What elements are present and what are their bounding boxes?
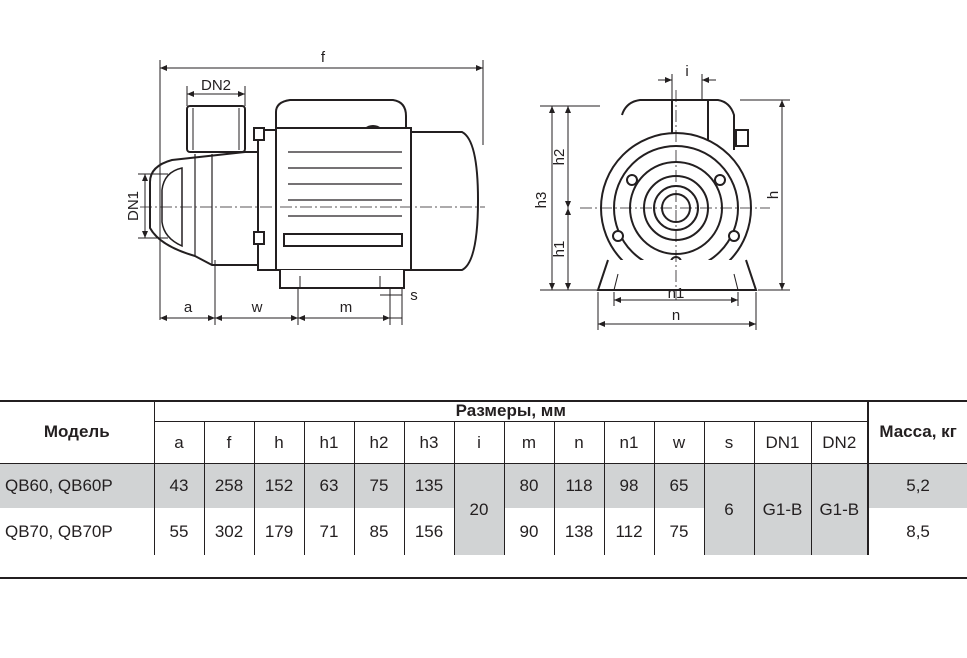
cell-n1: 98 <box>604 463 655 508</box>
cell-i-shared: 20 <box>454 463 505 555</box>
cell-mass: 8,5 <box>867 508 967 555</box>
motor-body <box>275 127 412 271</box>
model-header: Модель <box>0 401 155 464</box>
dim-dn2-label: DN2 <box>201 77 231 94</box>
dim-m-label: m <box>340 299 353 316</box>
col-header: m <box>504 421 555 464</box>
front-base <box>596 259 758 291</box>
flange <box>257 129 277 271</box>
cell-h1: 71 <box>304 508 355 555</box>
cell-m: 80 <box>504 463 555 508</box>
cell-h2: 75 <box>354 463 405 508</box>
cell-h3: 135 <box>404 463 455 508</box>
col-header: h3 <box>404 421 455 464</box>
cell-n1: 112 <box>604 508 655 555</box>
model-cell: QB60, QB60P <box>0 463 155 508</box>
table-bottom-rule <box>0 577 967 579</box>
cell-n: 138 <box>554 508 605 555</box>
cell-n: 118 <box>554 463 605 508</box>
col-header: a <box>154 421 205 464</box>
dim-a-label: a <box>184 299 193 316</box>
cell-f: 258 <box>204 463 255 508</box>
outlet-port <box>186 105 246 153</box>
cell-mass: 5,2 <box>867 463 967 508</box>
table-top-rule <box>0 400 967 402</box>
dim-dn1-label: DN1 <box>125 191 142 221</box>
mass-header: Масса, кг <box>867 401 967 464</box>
cell-h2: 85 <box>354 508 405 555</box>
motor-feet <box>279 270 405 289</box>
col-header: s <box>704 421 755 464</box>
cell-f: 302 <box>204 508 255 555</box>
front-view-dimensions <box>540 74 790 330</box>
dim-n1-label: n1 <box>668 285 685 302</box>
dim-f-label: f <box>321 49 326 66</box>
col-header: w <box>654 421 705 464</box>
dimensions-table: Модель Размеры, мм Масса, кг a f h h1 h2… <box>0 401 967 555</box>
cell-a: 55 <box>154 508 205 555</box>
dimensions-header: Размеры, мм <box>455 401 566 420</box>
dim-i-label: i <box>685 63 688 80</box>
cell-dn1-shared: G1-B <box>754 463 812 555</box>
col-header: i <box>454 421 505 464</box>
col-header: h <box>254 421 305 464</box>
dim-w-label: w <box>251 299 263 316</box>
col-header: n <box>554 421 605 464</box>
col-header: h2 <box>354 421 405 464</box>
cell-h: 179 <box>254 508 305 555</box>
col-header: DN1 <box>754 421 812 464</box>
model-cell: QB70, QB70P <box>0 508 155 555</box>
dim-h1-label: h1 <box>551 241 568 258</box>
table-row: QB70, QB70P 55 302 179 71 85 156 90 138 … <box>0 508 967 555</box>
table-row: QB60, QB60P 43 258 152 63 75 135 20 80 1… <box>0 463 967 555</box>
pump-head <box>149 151 259 266</box>
cell-s-shared: 6 <box>704 463 755 555</box>
motor-end-cap <box>410 131 480 271</box>
col-header: f <box>204 421 255 464</box>
dim-h-label: h <box>765 191 782 199</box>
pump-dimension-drawing: f DN2 DN1 a w m s <box>125 49 790 330</box>
front-view <box>580 90 770 300</box>
cell-h1: 63 <box>304 463 355 508</box>
cell-h3: 156 <box>404 508 455 555</box>
cell-w: 65 <box>654 463 705 508</box>
dim-s-label: s <box>410 287 418 304</box>
cell-dn2-shared: G1-B <box>811 463 869 555</box>
dim-h3-label: h3 <box>533 192 550 209</box>
side-view <box>140 99 485 289</box>
column-headers: a f h h1 h2 h3 i m n n1 w s DN1 DN2 <box>0 421 967 464</box>
side-view-dimensions <box>138 60 484 325</box>
cell-h: 152 <box>254 463 305 508</box>
cell-m: 90 <box>504 508 555 555</box>
col-header: h1 <box>304 421 355 464</box>
dim-n-label: n <box>672 307 680 324</box>
col-header: n1 <box>604 421 655 464</box>
col-header: DN2 <box>811 421 869 464</box>
dim-h2-label: h2 <box>551 149 568 166</box>
cell-w: 75 <box>654 508 705 555</box>
cell-a: 43 <box>154 463 205 508</box>
terminal-box <box>275 99 407 128</box>
